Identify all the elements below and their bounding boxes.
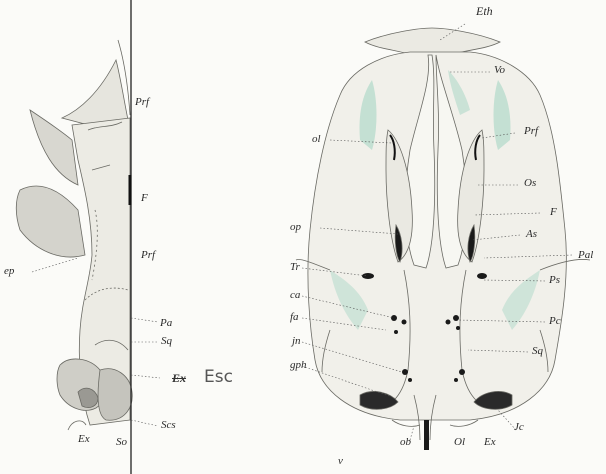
label-prf: Prf <box>524 126 538 137</box>
label-ex-struck: Ex <box>172 372 186 384</box>
label-prf-mid: Prf <box>141 250 155 261</box>
left-skull-lateral <box>16 40 132 430</box>
label-gph: gph <box>290 360 307 371</box>
label-ol-bottom: Ol <box>454 437 465 448</box>
label-pc: Pc <box>549 316 561 327</box>
label-eth: Eth <box>476 5 493 17</box>
label-v: v <box>338 456 343 467</box>
label-pal: Pal <box>578 250 593 261</box>
label-pa: Pa <box>160 318 172 329</box>
label-ex-right: Ex <box>484 437 496 448</box>
label-ex-bottom: Ex <box>78 434 90 445</box>
right-skull-dorsal <box>296 28 590 450</box>
label-ob: ob <box>400 437 411 448</box>
label-f-right: F <box>550 207 557 218</box>
label-op: op <box>290 222 301 233</box>
label-sq: Sq <box>161 336 172 347</box>
label-ol-left: ol <box>312 134 321 145</box>
label-jn: jn <box>292 336 301 347</box>
label-esc-handwritten: Esc <box>204 369 233 386</box>
label-as: As <box>526 229 537 240</box>
label-prf-top: Prf <box>135 97 149 108</box>
label-ep: ep <box>4 266 14 277</box>
label-f: F <box>141 193 148 204</box>
label-so: So <box>116 437 127 448</box>
label-scs: Scs <box>161 420 176 431</box>
label-sq-right: Sq <box>532 346 543 357</box>
label-fa: fa <box>290 312 299 323</box>
label-vo: Vo <box>494 65 505 76</box>
label-jc: Jc <box>514 422 524 433</box>
label-os: Os <box>524 178 536 189</box>
label-ca: ca <box>290 290 300 301</box>
label-ps: Ps <box>549 275 560 286</box>
label-tr: Tr <box>290 262 300 273</box>
